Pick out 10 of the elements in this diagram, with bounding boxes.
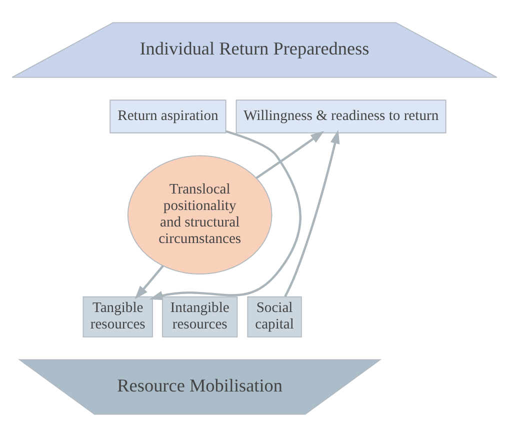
arrow [284, 129, 340, 297]
arrow [134, 264, 164, 299]
node-box: Social capital [247, 296, 302, 337]
node-box: Intangible resources [162, 296, 238, 337]
node-ellipse: Translocal positionality and structural circumstances [127, 154, 272, 274]
node-box: Return aspiration [110, 99, 226, 133]
arrow [256, 130, 324, 178]
node-box: Tangible resources [82, 296, 153, 337]
node-box: Willingness & readiness to return [236, 99, 446, 133]
arrow [149, 130, 302, 300]
